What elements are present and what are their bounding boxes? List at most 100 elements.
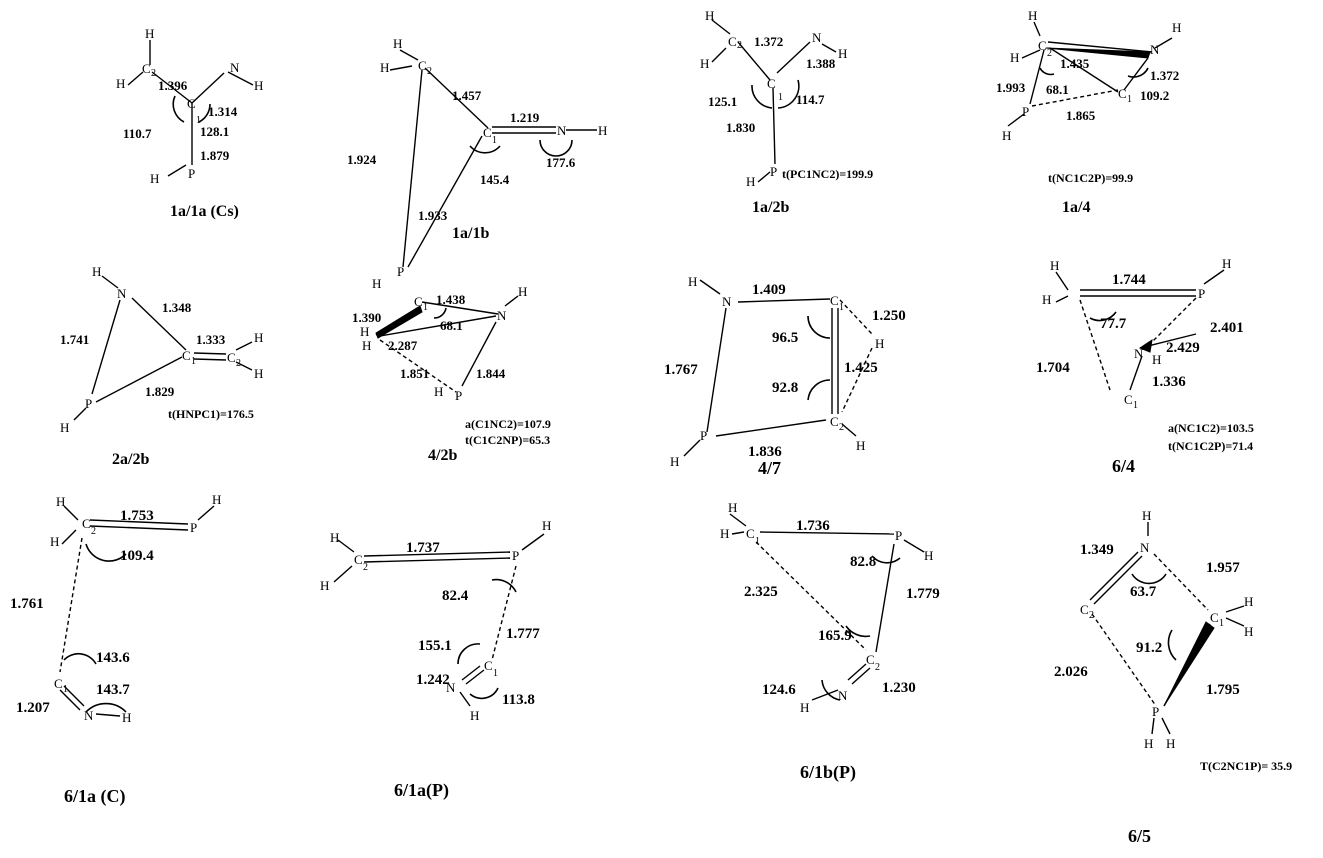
svg-text:N: N <box>497 308 507 323</box>
value-label: 125.1 <box>708 94 737 109</box>
svg-text:H: H <box>56 494 65 509</box>
svg-text:1: 1 <box>839 302 844 313</box>
value-label: 1.314 <box>208 104 238 119</box>
value-label: 1.207 <box>16 700 50 716</box>
svg-text:H: H <box>746 174 755 189</box>
svg-text:N: N <box>84 708 94 723</box>
value-label: 1.767 <box>664 362 698 378</box>
svg-text:P: P <box>1198 286 1205 301</box>
value-label: 1.741 <box>60 332 89 347</box>
svg-text:C: C <box>483 125 492 140</box>
svg-text:C: C <box>484 658 493 673</box>
svg-text:H: H <box>1166 736 1175 751</box>
value-label: 2.401 <box>1210 320 1244 336</box>
svg-text:H: H <box>1222 256 1231 271</box>
value-label: 114.7 <box>796 92 825 107</box>
structure-note-2: t(C1C2NP)=65.3 <box>465 433 550 447</box>
svg-text:2: 2 <box>737 40 742 51</box>
value-label: 1.230 <box>882 680 916 696</box>
value-label: 1.438 <box>436 292 466 307</box>
structure-caption: 2a/2b <box>112 451 149 468</box>
value-label: 1.250 <box>872 308 906 324</box>
svg-text:H: H <box>92 264 101 279</box>
svg-text:H: H <box>362 338 371 353</box>
structure-note: t(HNPC1)=176.5 <box>168 407 254 421</box>
svg-text:H: H <box>1002 128 1011 143</box>
svg-text:C: C <box>728 34 737 49</box>
svg-text:1: 1 <box>63 684 68 695</box>
svg-text:C: C <box>227 350 236 365</box>
svg-text:C: C <box>182 348 191 363</box>
value-label: 1.744 <box>1112 272 1146 288</box>
structure-note: t(PC1NC2)=199.9 <box>782 167 873 181</box>
value-label: 165.9 <box>818 628 852 644</box>
svg-text:H: H <box>254 330 263 345</box>
value-label: 1.844 <box>476 366 506 381</box>
svg-text:H: H <box>924 548 933 563</box>
svg-text:P: P <box>512 548 519 563</box>
svg-text:H: H <box>1050 258 1059 273</box>
svg-text:H: H <box>1142 508 1151 523</box>
value-label: 1.957 <box>1206 560 1240 576</box>
svg-text:H: H <box>116 76 125 91</box>
structure-note: a(NC1C2)=103.5 <box>1168 421 1254 435</box>
svg-text:C: C <box>1118 86 1127 101</box>
structure-6-1b-P: H H C1 P H C2 N H 1.736 82.8 2.325 1.779… <box>720 500 940 783</box>
svg-text:N: N <box>557 123 567 138</box>
svg-text:P: P <box>700 428 707 443</box>
value-label: 68.1 <box>440 318 463 333</box>
svg-text:C: C <box>1210 610 1219 625</box>
svg-text:H: H <box>1244 594 1253 609</box>
value-label: 1.779 <box>906 586 940 602</box>
svg-text:P: P <box>1152 704 1159 719</box>
value-label: 1.879 <box>200 148 230 163</box>
svg-text:H: H <box>1172 20 1181 35</box>
value-label: 2.325 <box>744 584 778 600</box>
value-label: 1.349 <box>1080 542 1114 558</box>
value-label: 109.4 <box>120 548 154 564</box>
svg-text:1: 1 <box>191 356 196 367</box>
structure-caption: 1a/1b <box>452 225 489 242</box>
svg-text:H: H <box>800 700 809 715</box>
svg-text:C: C <box>866 652 875 667</box>
value-label: 96.5 <box>772 330 798 346</box>
value-label: 82.8 <box>850 554 876 570</box>
svg-text:1: 1 <box>423 302 428 313</box>
structure-note: T(C2NC1P)= 35.9 <box>1200 759 1292 773</box>
svg-text:P: P <box>85 396 92 411</box>
value-label: 1.761 <box>10 596 44 612</box>
svg-text:H: H <box>254 366 263 381</box>
value-label: 1.933 <box>418 208 448 223</box>
svg-text:H: H <box>728 500 737 515</box>
value-label: 1.372 <box>754 34 783 49</box>
svg-text:H: H <box>542 518 551 533</box>
svg-text:H: H <box>1152 352 1161 367</box>
svg-text:C: C <box>354 552 363 567</box>
svg-text:H: H <box>122 710 131 725</box>
value-label: 1.924 <box>347 152 377 167</box>
value-label: 92.8 <box>772 380 798 396</box>
value-label: 1.336 <box>1152 374 1186 390</box>
svg-text:P: P <box>770 164 777 179</box>
value-label: 177.6 <box>546 155 576 170</box>
structure-caption: 1a/4 <box>1062 199 1090 216</box>
svg-text:P: P <box>895 528 902 543</box>
svg-text:N: N <box>812 30 822 45</box>
svg-text:2: 2 <box>839 422 844 433</box>
structure-caption: 4/7 <box>758 458 781 478</box>
structure-caption: 6/1a(P) <box>394 780 449 801</box>
value-label: 2.429 <box>1166 340 1200 356</box>
svg-text:P: P <box>397 264 404 279</box>
structure-note: t(NC1C2P)=99.9 <box>1048 171 1133 185</box>
svg-text:1: 1 <box>1127 94 1132 105</box>
svg-text:C: C <box>1080 602 1089 617</box>
svg-text:H: H <box>705 8 714 23</box>
svg-text:1: 1 <box>1219 618 1224 629</box>
